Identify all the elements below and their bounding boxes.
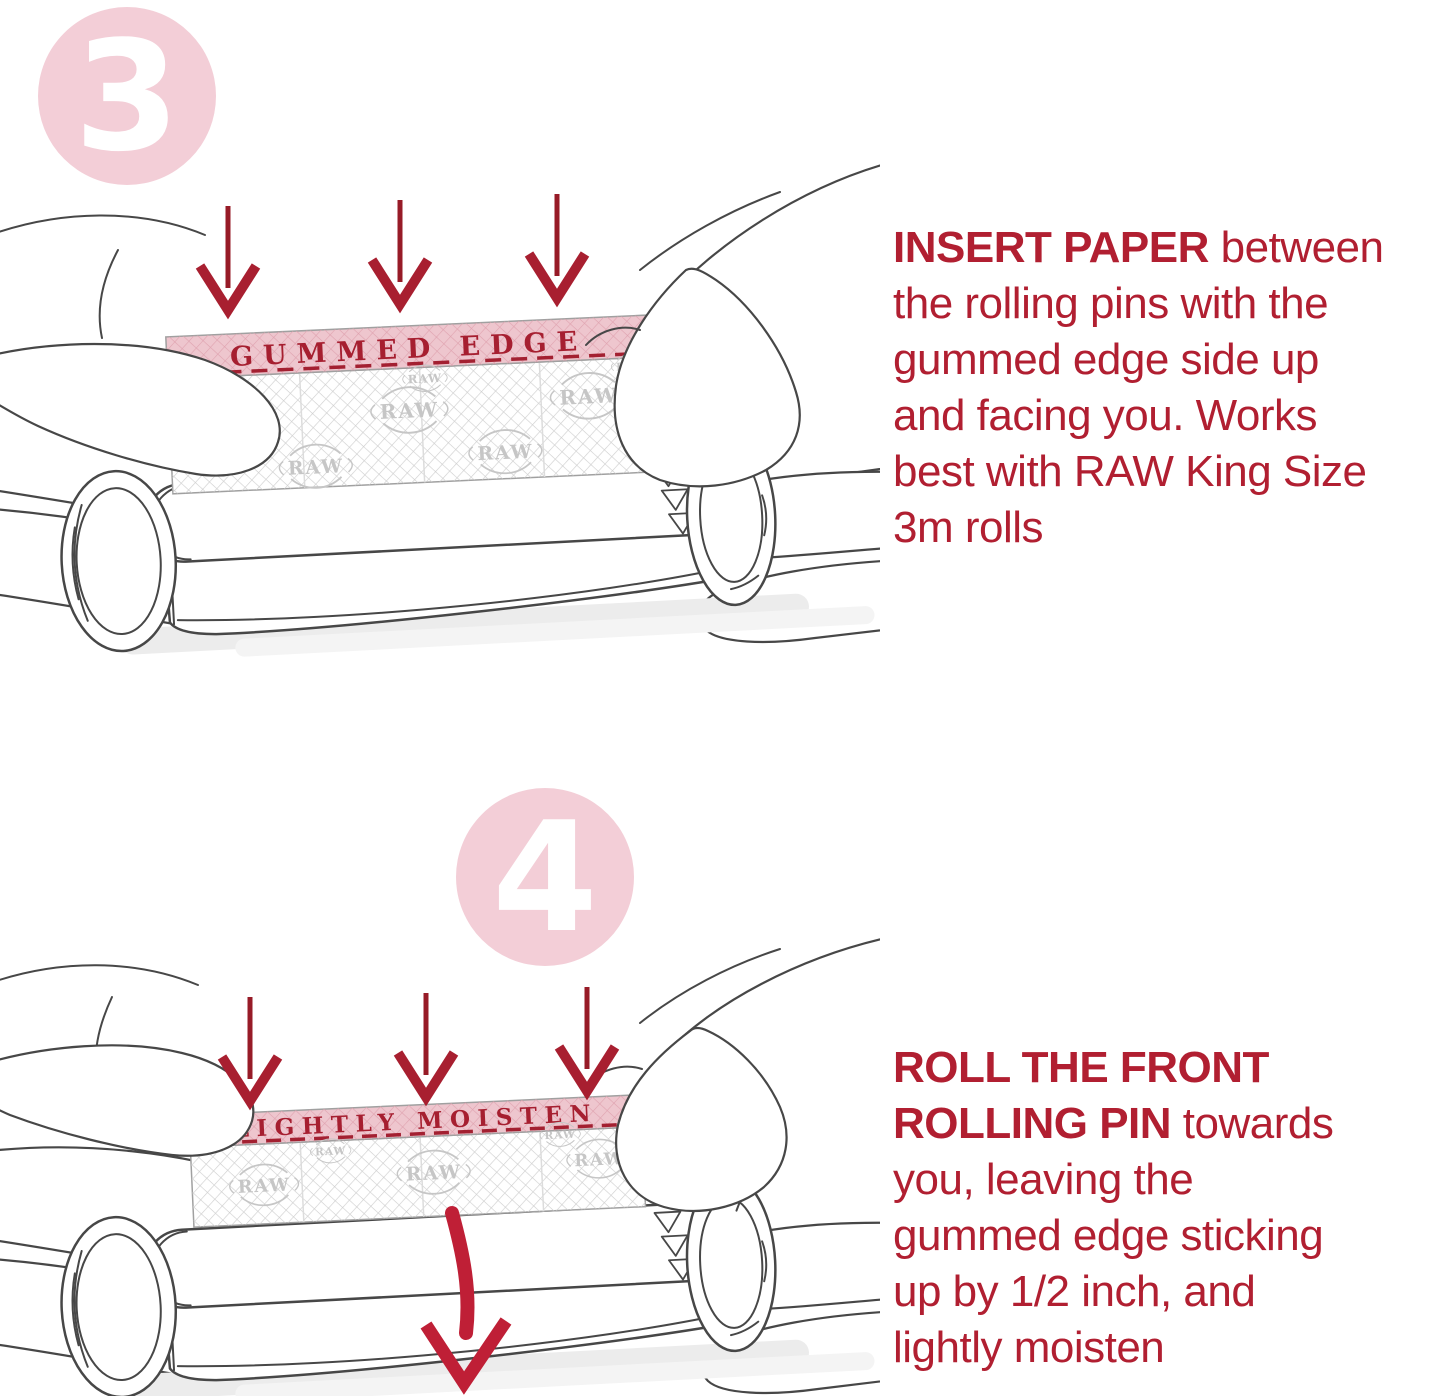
right-thumb bbox=[615, 1026, 788, 1213]
down-arrow-icon bbox=[559, 987, 615, 1091]
gummed-edge-dashed-line bbox=[194, 1122, 640, 1146]
down-arrow-icon bbox=[372, 200, 428, 304]
step-4-number: 4 bbox=[492, 788, 598, 966]
step-3-illustration: RAW bbox=[0, 164, 880, 660]
step-3-instruction-body: between the rolling pins with the gummed… bbox=[893, 223, 1384, 552]
step-3-number: 3 bbox=[74, 7, 180, 185]
down-arrow-icon bbox=[398, 993, 454, 1097]
gummed-edge-dashed-line bbox=[173, 351, 646, 377]
step-3-instruction: INSERT PAPER between the rolling pins wi… bbox=[893, 220, 1445, 556]
rolling-paper: LIGHTLY MOISTEN bbox=[188, 1093, 647, 1228]
left-thumb bbox=[0, 342, 281, 477]
step-4-badge: 4 bbox=[456, 788, 634, 966]
step-4-instruction-body: towards you, leaving the gummed edge sti… bbox=[893, 1099, 1334, 1372]
step-4-instruction: ROLL THE FRONT ROLLING PIN towards you, … bbox=[893, 1040, 1445, 1376]
down-arrow-icon bbox=[200, 206, 256, 310]
step-4-instruction-lead: ROLL THE FRONT ROLLING PIN bbox=[893, 1043, 1269, 1148]
step-4-illustration: LIGHTLY MOISTEN bbox=[0, 938, 880, 1396]
roll-direction-arrow-icon bbox=[420, 1206, 512, 1395]
right-thumb bbox=[613, 267, 801, 488]
rolling-paper: GUMMED EDGE bbox=[165, 314, 656, 495]
left-thumb bbox=[0, 1044, 255, 1157]
step-3-instruction-lead: INSERT PAPER bbox=[893, 223, 1209, 272]
step-3-badge: 3 bbox=[38, 7, 216, 185]
down-arrow-icon bbox=[529, 194, 585, 298]
